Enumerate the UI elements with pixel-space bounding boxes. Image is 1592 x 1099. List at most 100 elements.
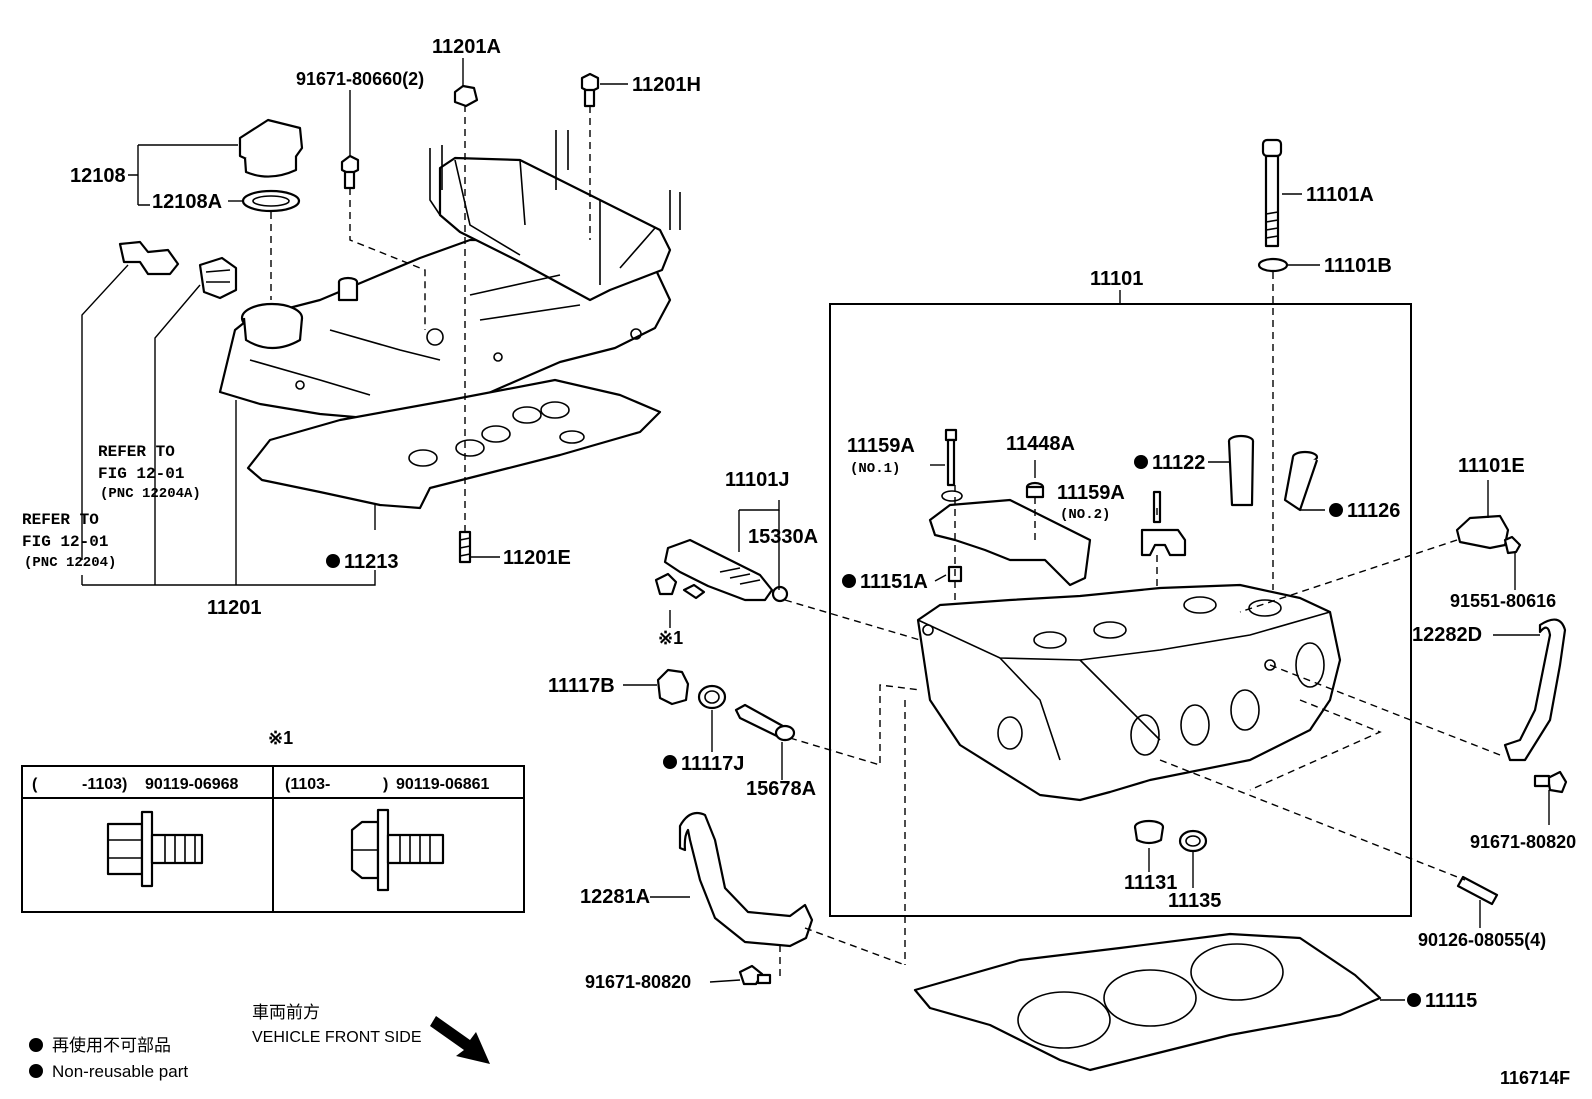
dot-11122 bbox=[1134, 455, 1148, 469]
table-col1-part: 90119-06968 bbox=[145, 776, 239, 793]
dot-11213 bbox=[326, 554, 340, 568]
svg-text:REFER TO: REFER TO bbox=[22, 511, 99, 529]
label-90126-08055: 90126-08055(4) bbox=[1418, 930, 1546, 950]
label-11131: 11131 bbox=[1124, 872, 1177, 894]
dashed-guide-lines bbox=[270, 105, 1501, 980]
sensor-11101E-drawing bbox=[1455, 514, 1522, 555]
svg-text:FIG 12-01: FIG 12-01 bbox=[22, 533, 108, 551]
dot-11115 bbox=[1407, 993, 1421, 1007]
label-11101B: 11101B bbox=[1324, 255, 1392, 277]
legend-dot-1 bbox=[29, 1038, 43, 1052]
table-title: ※1 bbox=[268, 728, 293, 748]
label-12282D: 12282D bbox=[1412, 624, 1482, 646]
label-11101J: 11101J bbox=[725, 469, 790, 491]
refer-note-pnc-12204A: REFER TO FIG 12-01 (PNC 12204A) bbox=[98, 443, 201, 502]
label-11448A: 11448A bbox=[1006, 433, 1075, 455]
label-11159A-no2: 11159A bbox=[1057, 482, 1125, 504]
table-col2-range-close: ) bbox=[383, 776, 388, 793]
label-11101: 11101 bbox=[1090, 268, 1143, 290]
cylinder-head-drawing bbox=[916, 583, 1342, 802]
direction-en: VEHICLE FRONT SIDE bbox=[252, 1029, 422, 1046]
gasket-11117J-drawing bbox=[697, 684, 727, 710]
label-11135: 11135 bbox=[1168, 890, 1221, 912]
washer-11101B-drawing bbox=[1257, 257, 1289, 273]
pcv-valve-drawing bbox=[118, 240, 180, 276]
oil-filler-cap-drawing bbox=[238, 118, 304, 213]
diagram-id: 116714F bbox=[1500, 1068, 1570, 1088]
label-kome1: ※1 bbox=[658, 628, 683, 648]
label-11101A: 11101A bbox=[1306, 184, 1374, 206]
table-col2-range: (1103- bbox=[285, 776, 330, 793]
label-15330A: 15330A bbox=[748, 526, 818, 548]
label-11201: 11201 bbox=[207, 597, 262, 619]
label-11101E: 11101E bbox=[1458, 455, 1525, 477]
tube-11126-drawing bbox=[1283, 450, 1319, 512]
cylinder-head-cover-drawing bbox=[218, 130, 681, 422]
label-11126: 11126 bbox=[1347, 500, 1400, 522]
refer-note-pnc-12204: REFER TO FIG 12-01 (PNC 12204) bbox=[22, 511, 116, 571]
dot-11126 bbox=[1329, 503, 1343, 517]
svg-text:FIG 12-01: FIG 12-01 bbox=[98, 465, 184, 483]
pcv-grommet-drawing bbox=[198, 256, 238, 300]
direction-arrow-icon bbox=[430, 1016, 490, 1064]
label-12108A: 12108A bbox=[152, 191, 222, 213]
svg-text:(PNC 12204): (PNC 12204) bbox=[24, 555, 116, 571]
direction-jp: 車両前方 bbox=[252, 1003, 320, 1022]
label-11117J: 11117J bbox=[681, 753, 744, 775]
label-11201E: 11201E bbox=[503, 547, 571, 569]
label-91671-80820-right: 91671-80820 bbox=[1470, 832, 1576, 852]
legend-en: Non-reusable part bbox=[52, 1062, 188, 1081]
label-11117B: 11117B bbox=[548, 675, 615, 697]
bolt-variant-table: ※1 ( -1103) 90119-06968 (1103- ) 90119-0… bbox=[21, 728, 525, 913]
bolt-11201A-drawing bbox=[453, 84, 479, 108]
label-11159A-no1-sub: (NO.1) bbox=[850, 461, 900, 477]
bracket-12281A-drawing bbox=[678, 811, 814, 948]
stud-11201E-drawing bbox=[458, 530, 472, 564]
dot-11151A bbox=[842, 574, 856, 588]
head-cover-gasket-drawing bbox=[246, 378, 662, 510]
label-12281A: 12281A bbox=[580, 886, 650, 908]
table-col1-range-open: ( bbox=[32, 776, 38, 793]
vehicle-front-direction: 車両前方 VEHICLE FRONT SIDE bbox=[252, 1003, 490, 1064]
label-91671-80660: 91671-80660(2) bbox=[296, 69, 424, 89]
dot-11117J bbox=[663, 755, 677, 769]
label-11115: 11115 bbox=[1425, 990, 1477, 1012]
label-12108: 12108 bbox=[70, 165, 126, 187]
bolt-11201H-drawing bbox=[580, 72, 600, 108]
tube-11122-drawing bbox=[1227, 434, 1255, 507]
oil-control-valve-drawing bbox=[663, 538, 789, 603]
bolt-kome1-drawing bbox=[654, 572, 706, 600]
label-91671-80820-bottom: 91671-80820 bbox=[585, 972, 691, 992]
leader-lines bbox=[81, 58, 1550, 1001]
svg-text:(PNC 12204A): (PNC 12204A) bbox=[100, 486, 201, 502]
non-reusable-markers bbox=[326, 455, 1421, 1007]
flange-bolt-icon bbox=[106, 810, 204, 888]
legend-dot-2 bbox=[29, 1064, 43, 1078]
legend-jp: 再使用不可部品 bbox=[52, 1035, 171, 1055]
legend: 再使用不可部品 Non-reusable part bbox=[29, 1035, 188, 1081]
label-11122: 11122 bbox=[1152, 452, 1205, 474]
cap-no2-drawing bbox=[1140, 490, 1187, 557]
seal-11135-drawing bbox=[1178, 829, 1208, 853]
plug-11131-drawing bbox=[1133, 819, 1165, 845]
label-11159A-no2-sub: (NO.2) bbox=[1060, 507, 1110, 523]
table-col1-range: -1103) bbox=[82, 776, 127, 793]
table-col2-part: 90119-06861 bbox=[396, 776, 490, 793]
head-bolt-11101A-drawing bbox=[1261, 138, 1283, 248]
label-11201H: 11201H bbox=[632, 74, 701, 96]
head-gasket-11115-drawing bbox=[913, 932, 1382, 1072]
label-11159A-no1: 11159A bbox=[847, 435, 915, 457]
bracket-12282D-drawing bbox=[1503, 618, 1567, 762]
label-11151A: 11151A bbox=[860, 571, 928, 593]
stud-90126-drawing bbox=[1456, 875, 1499, 906]
screen-15678A-drawing bbox=[734, 703, 796, 742]
hex-bolt-washer-icon bbox=[350, 808, 445, 892]
bolt-91671-80820-right-drawing bbox=[1533, 770, 1568, 794]
bolt-91671-80660-drawing bbox=[340, 154, 360, 190]
label-15678A: 15678A bbox=[746, 778, 816, 800]
plug-11117B-drawing bbox=[656, 668, 690, 706]
bolt-91671-80820-bottom-drawing bbox=[738, 964, 772, 986]
label-11201A: 11201A bbox=[432, 36, 501, 58]
svg-text:REFER TO: REFER TO bbox=[98, 443, 175, 461]
